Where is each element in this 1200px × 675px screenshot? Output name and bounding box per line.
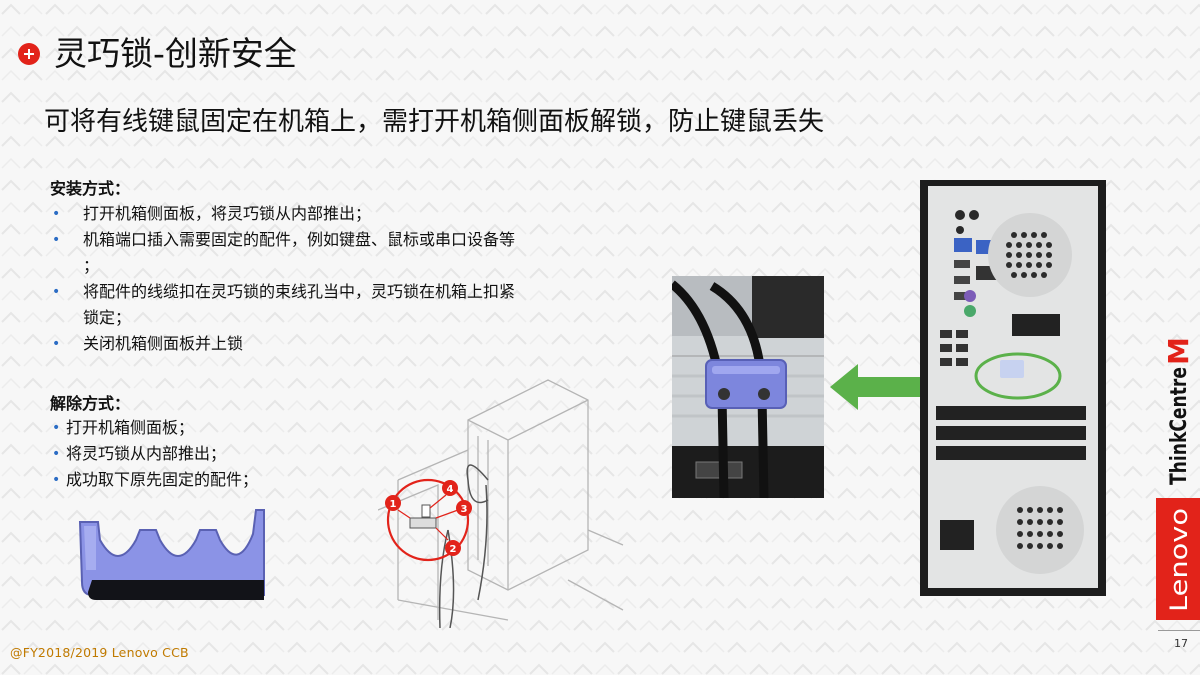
bullet-dot-icon: • [52,446,61,462]
list-item: • 成功取下原先固定的配件； [50,467,450,493]
cable-lock-photo [78,509,265,600]
pc-tower-back-photo [920,180,1106,596]
svg-text:3: 3 [461,504,468,515]
green-arrow-icon [830,364,950,410]
remove-heading: 解除方式： [50,394,131,413]
install-item-1: 打开机箱侧面板，将灵巧锁从内部推出； [83,204,372,223]
bullet-dot-icon: • [52,206,61,222]
corner-divider [1158,630,1200,631]
installation-diagram: 1 2 3 4 [378,379,624,628]
thinkcentre-logo: ThinkCentre M [1162,337,1194,485]
list-item: • 打开机箱侧面板，将灵巧锁从内部推出； [50,201,640,227]
lock-closeup-photo [672,276,824,498]
slide-title: 灵巧锁-创新安全 [54,34,297,73]
list-item: • 将灵巧锁从内部推出； [50,441,450,467]
remove-item-2: 将灵巧锁从内部推出； [66,444,227,463]
remove-list: • 打开机箱侧面板； • 将灵巧锁从内部推出； • 成功取下原先固定的配件； [50,415,450,493]
svg-text:1: 1 [390,499,397,510]
bullet-dot-icon: • [52,284,61,300]
list-item: • 将配件的线缆扣在灵巧锁的束线孔当中，灵巧锁在机箱上扣紧 锁定； [50,279,640,331]
install-item-4: 关闭机箱侧面板并上锁 [83,334,244,353]
footer-text: @FY2018/2019 Lenovo CCB [10,645,189,660]
page-number: 17 [1174,637,1188,650]
bullet-dot-icon: • [52,420,61,436]
bullet-dot-icon: • [52,472,61,488]
svg-text:ThinkCentre: ThinkCentre [1167,367,1192,485]
lenovo-logo: Lenovo [1156,498,1200,620]
step-marker-4: 4 [442,480,458,496]
svg-text:2: 2 [450,544,457,555]
svg-text:M: M [1162,337,1194,365]
remove-item-1: 打开机箱侧面板； [66,418,195,437]
plus-badge-icon [18,43,40,65]
step-marker-3: 3 [456,500,472,516]
remove-item-3: 成功取下原先固定的配件； [66,470,259,489]
install-heading: 安装方式： [50,179,131,198]
install-item-2: 机箱端口插入需要固定的配件，例如键盘、鼠标或串口设备等 ； [83,230,516,275]
svg-text:4: 4 [447,484,454,495]
list-item: • 打开机箱侧面板； [50,415,450,441]
list-item: • 关闭机箱侧面板并上锁 [50,331,640,357]
install-list: • 打开机箱侧面板，将灵巧锁从内部推出； • 机箱端口插入需要固定的配件，例如键盘、… [50,201,640,357]
list-item: • 机箱端口插入需要固定的配件，例如键盘、鼠标或串口设备等 ； [50,227,640,279]
svg-text:Lenovo: Lenovo [1165,508,1193,612]
step-marker-2: 2 [445,540,461,556]
bullet-dot-icon: • [52,336,61,352]
install-item-3: 将配件的线缆扣在灵巧锁的束线孔当中，灵巧锁在机箱上扣紧 锁定； [83,282,516,327]
step-marker-1: 1 [385,495,401,511]
slide-subtitle: 可将有线键鼠固定在机箱上，需打开机箱侧面板解锁，防止键鼠丢失 [44,107,825,137]
title-block: 灵巧锁-创新安全 [18,34,297,74]
bullet-dot-icon: • [52,232,61,248]
